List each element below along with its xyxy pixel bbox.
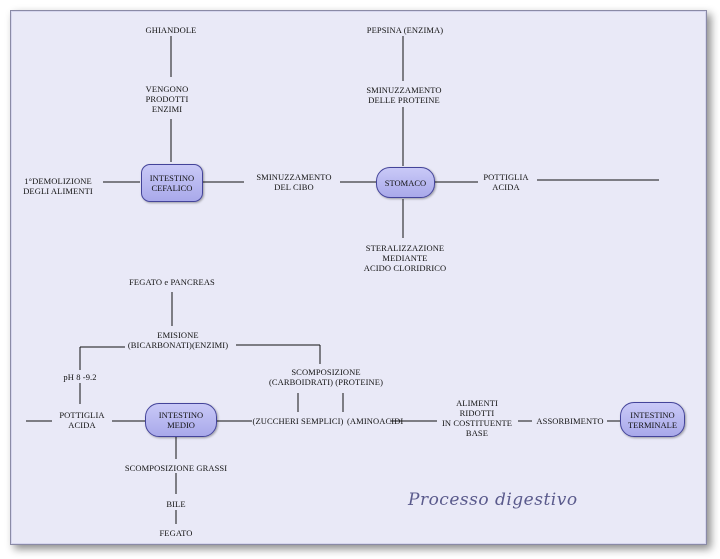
label-sminuzzamento-cibo: SMINUZZAMENTO DEL CIBO [256,172,332,192]
label-fegato-pancreas: FEGATO e PANCREAS [129,277,215,287]
intestino-terminale-node: INTESTINO TERMINALE [620,402,685,437]
label-scomposizione: SCOMPOSIZIONE (CARBOIDRATI) (PROTEINE) [268,367,384,387]
label-poltiglia-acida-left: POTTIGLIA ACIDA [59,410,105,430]
label-aminoacidi: (AMINOACIDI [347,416,404,426]
label-assorbimento: ASSORBIMENTO [536,416,604,426]
intestino-cefalico-node: INTESTINO CEFALICO [141,164,203,202]
label-demolizione: 1°DEMOLIZIONE DEGLI ALIMENTI [23,176,93,196]
diagram-title: Processo digestivo [408,490,578,510]
label-alimenti-ridotti: ALIMENTI RIDOTTI IN COSTITUENTE BASE [441,398,513,438]
label-ghiandole: GHIANDOLE [145,25,197,35]
label-fegato: FEGATO [159,528,193,538]
intestino-medio-node: INTESTINO MEDIO [145,403,217,437]
label-emisione: EMISIONE (BICARBONATI)(ENZIMI) [127,330,229,350]
label-zuccheri: (ZUCCHERI SEMPLICI) [252,416,344,426]
label-bile: BILE [166,499,186,509]
label-scomposizione-grassi: SCOMPOSIZIONE GRASSI [124,463,228,473]
label-ph: pH 8 -9.2 [63,372,97,382]
label-poltiglia-acida-top: POTTIGLIA ACIDA [483,172,529,192]
label-vengono-prodotti-enzimi: VENGONO PRODOTTI ENZIMI [145,84,189,114]
diagram-frame [10,10,707,545]
label-sterilizzazione: STERALIZZAZIONE MEDIANTE ACIDO CLORIDRIC… [363,243,447,273]
stomaco-node: STOMACO [376,167,435,198]
label-sminuzzamento-proteine: SMINUZZAMENTO DELLE PROTEINE [366,85,442,105]
label-pepsina: PEPSINA (ENZIMA) [366,25,444,35]
